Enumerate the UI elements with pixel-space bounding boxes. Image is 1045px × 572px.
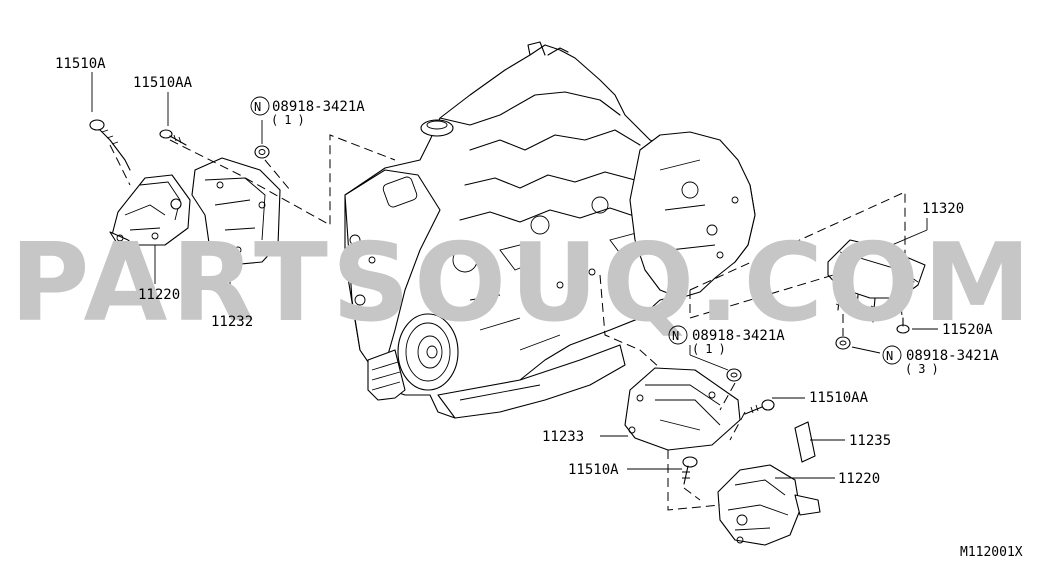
- label-11233[interactable]: 11233: [542, 429, 584, 445]
- nut-marker-icon-top: N: [250, 96, 270, 116]
- label-11320[interactable]: 11320: [922, 201, 964, 217]
- right-mount-assembly: [624, 239, 926, 546]
- label-08918-mid-qty: (1): [692, 342, 732, 356]
- svg-text:N: N: [672, 329, 679, 343]
- label-11510AA-bottom[interactable]: 11510AA: [809, 390, 869, 406]
- label-11235[interactable]: 11235: [849, 433, 891, 449]
- label-11232[interactable]: 11232: [211, 314, 253, 330]
- nut-marker-icon-mid: N: [668, 325, 688, 345]
- watermark: PARTSOUQ.COM: [10, 221, 1035, 346]
- diagram-code: M112001X: [960, 545, 1023, 560]
- label-08918-mid[interactable]: 08918-3421A: [692, 328, 785, 344]
- leader-lines: [91, 72, 938, 479]
- label-08918-right-qty: (3): [905, 362, 945, 376]
- label-08918-right[interactable]: 08918-3421A: [906, 348, 999, 364]
- svg-text:N: N: [886, 349, 893, 363]
- assembly-dashed-lines: [109, 134, 919, 511]
- label-08918-top[interactable]: 08918-3421A: [272, 99, 365, 115]
- label-11520A[interactable]: 11520A: [942, 322, 993, 338]
- nut-marker-icon-right: N: [882, 345, 902, 365]
- label-08918-top-qty: (1): [271, 113, 311, 127]
- label-11220-left[interactable]: 11220: [138, 287, 180, 303]
- label-11510AA-top[interactable]: 11510AA: [133, 75, 193, 91]
- label-11220-bottom[interactable]: 11220: [838, 471, 880, 487]
- engine-block: [344, 41, 756, 419]
- label-11510A-bottom[interactable]: 11510A: [568, 462, 619, 478]
- part-labels: 11510A 11510AA 08918-3421A (1) 11220 112…: [55, 56, 999, 487]
- svg-text:N: N: [254, 100, 261, 114]
- label-11510A-top[interactable]: 11510A: [55, 56, 106, 72]
